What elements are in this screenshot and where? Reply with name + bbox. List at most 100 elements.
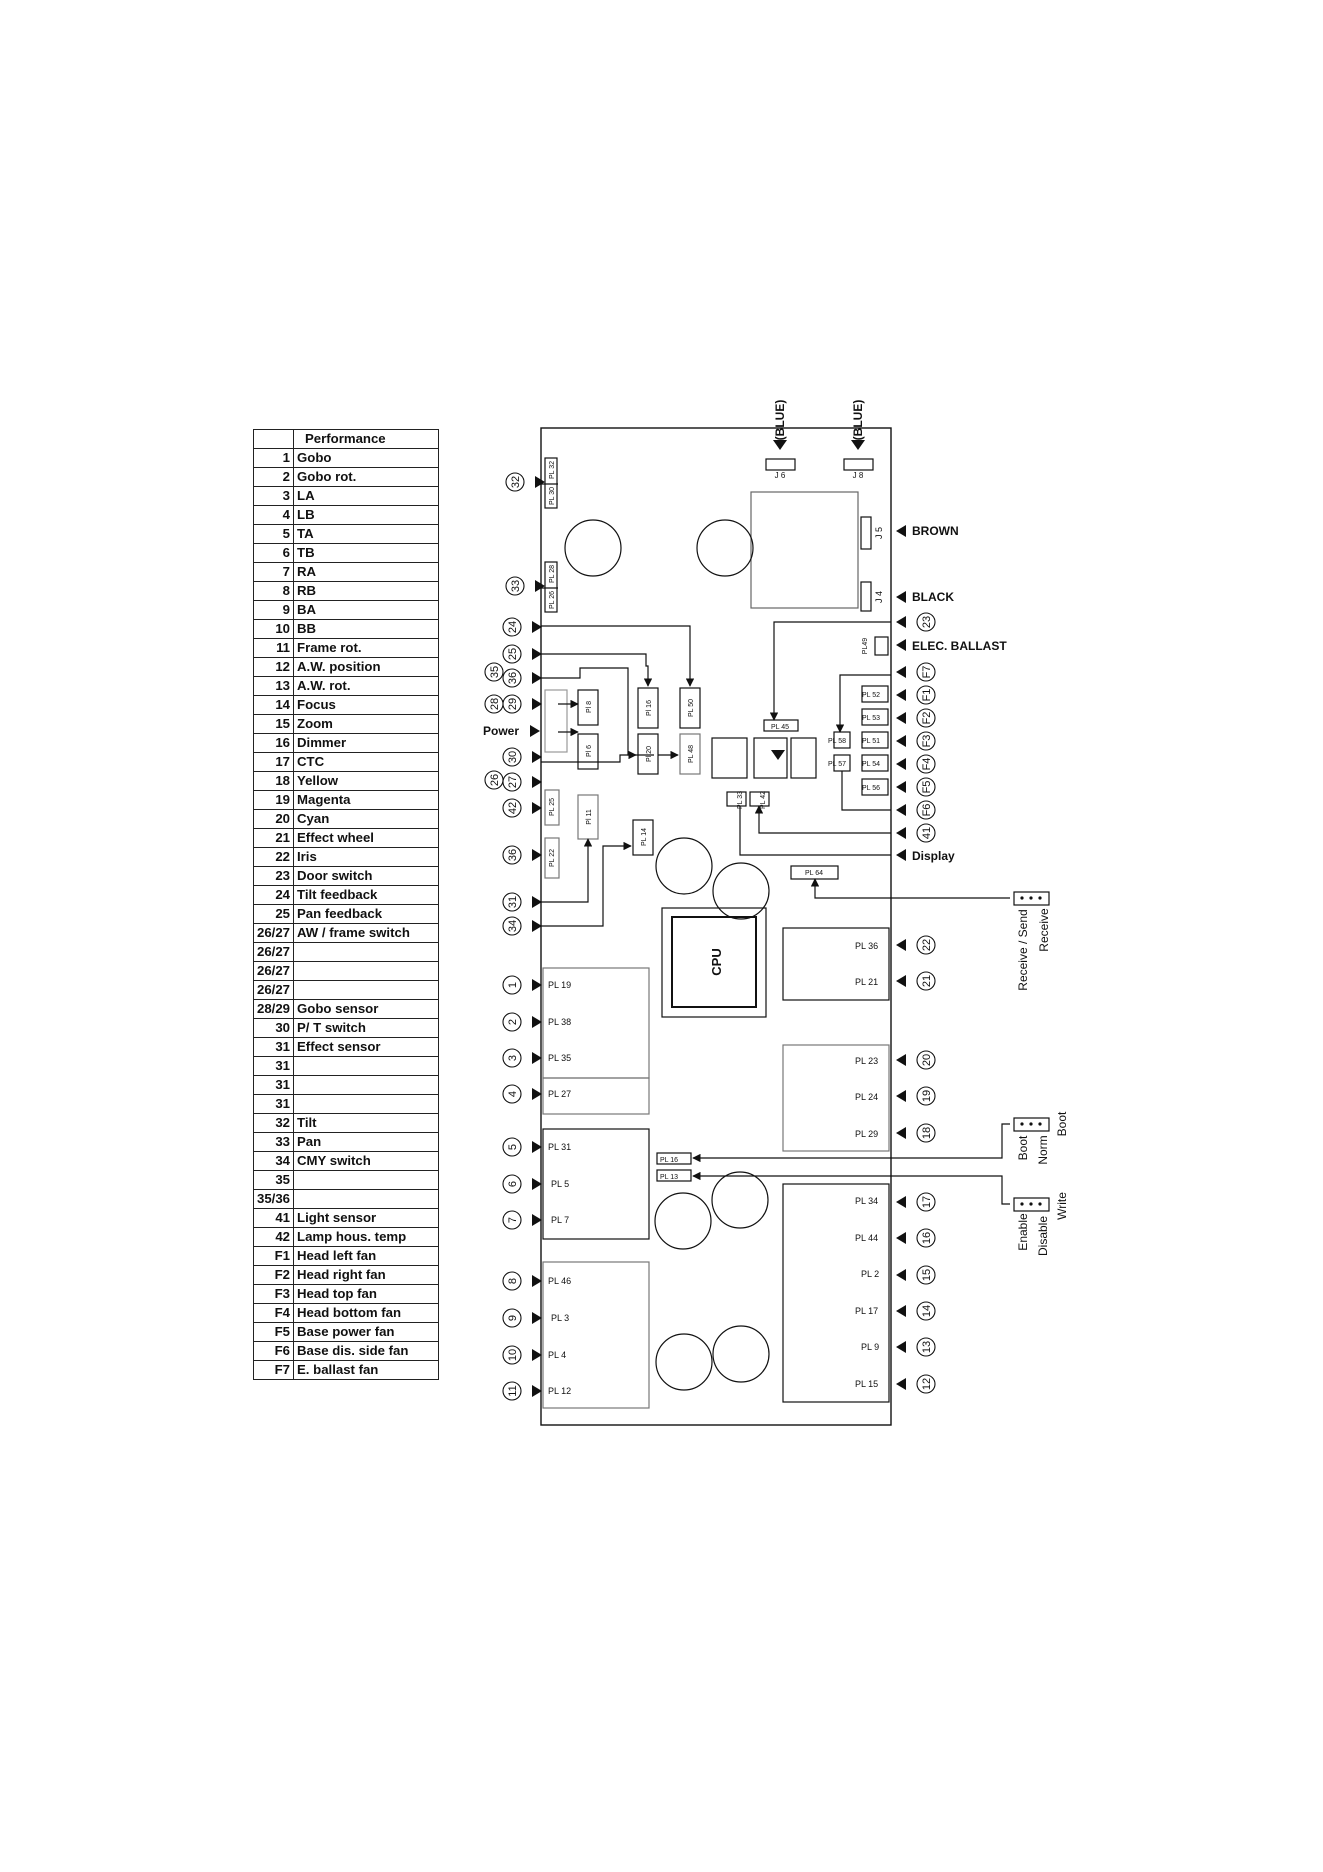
marker-number: 17 bbox=[921, 1196, 933, 1208]
jumper-label: Enable bbox=[1016, 1213, 1030, 1251]
label-power: Power bbox=[483, 724, 519, 738]
marker-arrow-icon bbox=[532, 849, 542, 861]
row-number: 23 bbox=[252, 866, 295, 886]
connector-label-pl9: PL 9 bbox=[861, 1342, 879, 1352]
connector-label-pl64: PL 64 bbox=[805, 870, 823, 877]
marker-arrow-icon bbox=[896, 616, 906, 628]
marker-number: 19 bbox=[921, 1090, 933, 1102]
marker-arrow-icon bbox=[532, 1275, 542, 1287]
marker-circle bbox=[502, 1345, 522, 1365]
capacitor bbox=[712, 1325, 770, 1383]
marker-number: 1 bbox=[507, 982, 519, 988]
connector-pl53 bbox=[861, 708, 889, 726]
connector-pl28 bbox=[544, 561, 558, 613]
connector-pl13h bbox=[656, 1169, 692, 1182]
connector-label-pl36: PL 36 bbox=[855, 941, 878, 951]
marker-circle bbox=[916, 777, 936, 797]
connector-label-pl32: PL 32 bbox=[549, 461, 556, 479]
marker-arrow-icon bbox=[896, 939, 906, 951]
connector-pl22 bbox=[544, 837, 560, 879]
connector-block bbox=[782, 1183, 890, 1403]
marker-circle bbox=[502, 1308, 522, 1328]
labels-layer: 3233242536352928302726423631341234567891… bbox=[483, 400, 1069, 1401]
row-number: 14 bbox=[252, 695, 295, 715]
marker-arrow-icon bbox=[896, 1305, 906, 1317]
row-number: 26/27 bbox=[252, 980, 295, 1000]
jumper-label: Disable bbox=[1036, 1216, 1050, 1256]
row-performance-label: Lamp hous. temp bbox=[293, 1227, 440, 1247]
jumper-label: Receive / Send bbox=[1016, 909, 1030, 990]
power-arrow-icon bbox=[530, 725, 540, 737]
marker-arrow-icon bbox=[896, 1341, 906, 1353]
row-performance-label: Effect wheel bbox=[293, 828, 440, 848]
marker-number: 29 bbox=[507, 698, 519, 710]
marker-number: 33 bbox=[510, 580, 522, 592]
connector-label-pl19: PL 19 bbox=[548, 980, 571, 990]
marker-number: F7 bbox=[921, 666, 933, 679]
capacitor bbox=[655, 1333, 713, 1391]
wire-arrow-icon bbox=[896, 639, 906, 651]
marker-circle bbox=[916, 685, 936, 705]
marker-circle bbox=[502, 845, 522, 865]
row-number: F2 bbox=[252, 1265, 295, 1285]
marker-arrow-icon bbox=[532, 1385, 542, 1397]
marker-number: 35 bbox=[489, 666, 501, 678]
marker-number: 3 bbox=[507, 1055, 519, 1061]
row-performance-label: P/ T switch bbox=[293, 1018, 440, 1038]
marker-number: 24 bbox=[507, 621, 519, 633]
connector-pl16h bbox=[656, 1152, 692, 1165]
connector-label-pl21: PL 21 bbox=[855, 977, 878, 987]
marker-number: 27 bbox=[507, 776, 519, 788]
marker-number: 32 bbox=[510, 476, 522, 488]
row-performance-label: CMY switch bbox=[293, 1151, 440, 1171]
connector-pl49 bbox=[874, 636, 889, 656]
marker-number: 7 bbox=[507, 1217, 519, 1223]
marker-arrow-icon bbox=[896, 1054, 906, 1066]
marker-circle bbox=[502, 1174, 522, 1194]
connector-j6 bbox=[765, 458, 796, 471]
connector-power bbox=[544, 689, 568, 753]
wire bbox=[541, 841, 632, 927]
marker-arrow-icon bbox=[532, 1214, 542, 1226]
marker-circle bbox=[502, 1137, 522, 1157]
marker-circle bbox=[916, 1050, 936, 1070]
marker-circle bbox=[502, 916, 522, 936]
connector-pl32 bbox=[544, 457, 558, 509]
wire-arrow-icon bbox=[896, 591, 906, 603]
connector-label-pl12: PL 12 bbox=[548, 1386, 571, 1396]
wire-arrow-icon bbox=[773, 440, 787, 450]
connector-label-pl5: PL 5 bbox=[551, 1179, 569, 1189]
marker-circle bbox=[916, 1265, 936, 1285]
wire bbox=[692, 1171, 1010, 1205]
connector-j5 bbox=[860, 516, 872, 550]
connector-label-pl15: PL 15 bbox=[855, 1379, 878, 1389]
marker-arrow-icon bbox=[532, 751, 542, 763]
connector-label-pl28: PL 28 bbox=[549, 565, 556, 583]
marker-number: F1 bbox=[921, 689, 933, 702]
marker-number: F2 bbox=[921, 712, 933, 725]
marker-number: F3 bbox=[921, 735, 933, 748]
row-performance-label: Door switch bbox=[293, 866, 440, 886]
connector-label-pl2: PL 2 bbox=[861, 1269, 879, 1279]
marker-arrow-icon bbox=[532, 1141, 542, 1153]
row-number: 26/27 bbox=[252, 923, 295, 943]
row-performance-label: Base power fan bbox=[293, 1322, 440, 1342]
jumper-pin bbox=[1020, 1122, 1024, 1126]
marker-number: F4 bbox=[921, 758, 933, 771]
label-black: BLACK bbox=[912, 590, 954, 604]
marker-circle bbox=[916, 731, 936, 751]
row-performance-label: Pan feedback bbox=[293, 904, 440, 924]
connector-block bbox=[542, 1077, 650, 1115]
capacitor bbox=[696, 519, 754, 577]
jumper-pin bbox=[1029, 896, 1033, 900]
connector-label-pl53: PL 53 bbox=[862, 715, 880, 722]
marker-arrow-icon bbox=[896, 758, 906, 770]
marker-arrow-icon bbox=[896, 1269, 906, 1281]
connector-label-pl6: Pl 6 bbox=[586, 745, 593, 757]
